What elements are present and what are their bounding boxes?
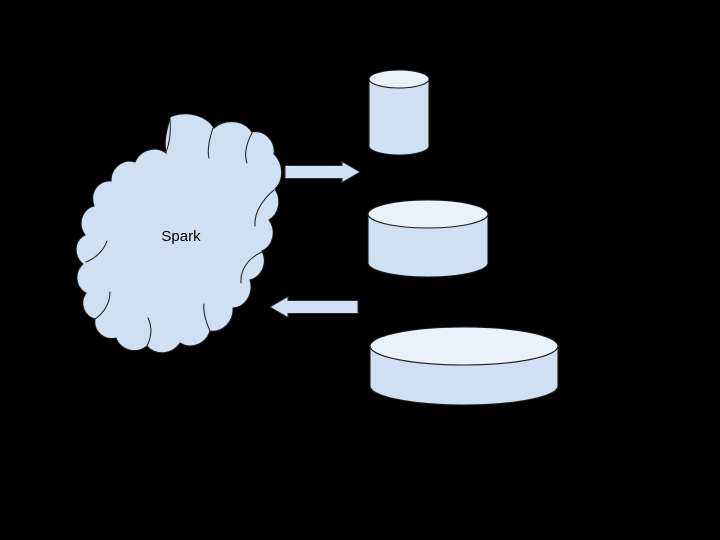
cloud-detail-line-6 [94,291,111,320]
node-storage-large[interactable] [369,326,559,406]
storage-medium-top [367,199,489,229]
write-arrow-icon [284,160,361,184]
storage-small-top [368,69,430,89]
node-storage-medium[interactable] [367,199,489,278]
cloud-detail-line-2 [207,127,214,159]
cloud-detail-line-1 [165,116,171,153]
connector-read-arrow[interactable] [269,295,359,319]
cloud-detail-line-8 [146,317,152,347]
connector-write-arrow[interactable] [284,160,361,184]
cloud-shape [75,113,283,354]
storage-small-body [368,78,430,156]
node-spark-cloud[interactable]: Spark [75,113,283,354]
cloud-detail-line-4 [254,189,275,227]
cloud-detail-line-7 [85,240,108,263]
read-arrow-icon [269,295,359,319]
node-storage-small[interactable] [368,69,430,156]
cloud-detail-line-9 [203,303,211,332]
cloud-detail-line-3 [245,132,253,164]
storage-medium-body [367,213,489,278]
cloud-detail-line-5 [240,251,263,284]
storage-large-top [369,326,559,366]
spark-cloud-label: Spark [161,228,201,245]
